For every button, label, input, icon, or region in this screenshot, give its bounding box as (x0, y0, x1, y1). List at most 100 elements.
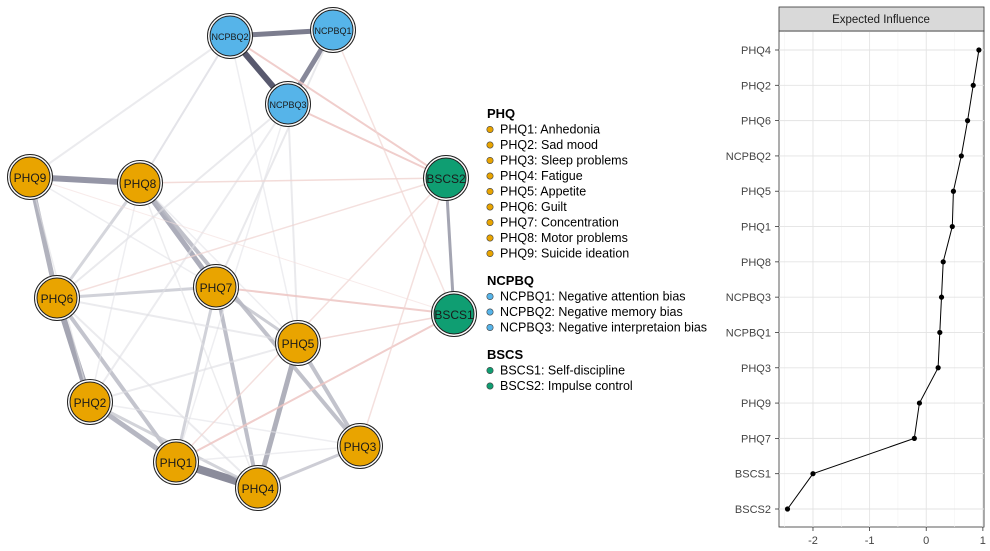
node-circle (312, 9, 354, 51)
legend-item: PHQ8: Motor problems (500, 231, 628, 245)
legend-swatch (486, 126, 494, 134)
edge-ncpbq1-bscs1 (332, 29, 455, 315)
influence-line (787, 49, 980, 510)
legend-item: PHQ3: Sleep problems (500, 154, 628, 168)
point-phq4 (976, 47, 982, 53)
node-label: PHQ4 (242, 482, 275, 496)
legend-title-phq: PHQ (487, 106, 515, 121)
edge-phq9-phq7 (29, 176, 217, 288)
edge-ncpbq3-phq5 (287, 103, 299, 344)
legend-item: PHQ4: Fatigue (500, 169, 583, 183)
node-circle (195, 266, 237, 308)
node-circle (237, 467, 279, 509)
node-phq5: PHQ5 (275, 320, 321, 366)
legend-item: PHQ6: Guilt (500, 200, 567, 214)
legend-item: BSCS1: Self-discipline (500, 364, 625, 378)
node-ncpbq2: NCPBQ2 (207, 13, 253, 59)
y-tick-phq5: PHQ5 (741, 186, 771, 198)
edge-phq3-bscs2 (359, 177, 447, 447)
y-tick-phq8: PHQ8 (741, 257, 771, 269)
edge-phq7-phq1 (174, 285, 218, 464)
y-tick-ncpbq1: NCPBQ1 (726, 327, 771, 339)
edge-phq8-phq2 (89, 182, 141, 403)
node-bscs2: BSCS2 (423, 155, 469, 201)
node-circle (36, 277, 78, 319)
edge-ncpbq1-phq7 (215, 29, 334, 288)
legend-swatch (486, 188, 494, 196)
y-tick-phq6: PHQ6 (741, 116, 771, 128)
legend-title-bscs: BSCS (487, 347, 523, 362)
node-phq2: PHQ2 (67, 379, 113, 425)
node-label: PHQ2 (74, 396, 107, 410)
point-phq5 (950, 188, 957, 194)
node-circle (339, 425, 381, 467)
point-phq3 (935, 365, 941, 371)
edge-phq9-bscs1 (29, 176, 455, 315)
node-label: PHQ9 (14, 171, 47, 185)
y-tick-phq7: PHQ7 (741, 433, 771, 445)
node-label: NCPBQ1 (314, 26, 351, 36)
y-tick-phq4: PHQ4 (741, 45, 771, 57)
point-ncpbq3 (938, 294, 945, 300)
y-tick-ncpbq3: NCPBQ3 (726, 292, 771, 304)
legend-item: BSCS2: Impulse control (500, 379, 633, 393)
node-label: NCPBQ3 (269, 100, 306, 110)
edge-phq8-phq4 (139, 182, 259, 489)
node-phq1: PHQ1 (153, 439, 199, 485)
node-label: PHQ7 (200, 281, 233, 295)
node-circle (209, 15, 251, 57)
edge-phq6-phq5 (56, 297, 299, 344)
x-tick-label: -1 (865, 535, 875, 547)
legend-swatch (486, 141, 494, 149)
node-label: BSCS1 (434, 308, 474, 322)
node-circle (267, 83, 309, 125)
node-phq7: PHQ7 (193, 264, 239, 310)
legend-swatch (486, 382, 494, 390)
node-circle (9, 156, 51, 198)
legend-item: NCPBQ3: Negative interpretaion bias (500, 321, 707, 335)
legend-item: PHQ5: Appetite (500, 185, 586, 199)
node-circle (69, 381, 111, 423)
legend-swatch (486, 172, 494, 180)
edge-phq7-bscs1 (215, 286, 455, 315)
node-phq6: PHQ6 (34, 275, 80, 321)
point-phq6 (964, 118, 971, 124)
legend-item: PHQ2: Sad mood (500, 138, 598, 152)
legend-swatch (486, 366, 494, 374)
edge-phq6-phq4 (56, 297, 259, 489)
edge-ncpbq3-phq2 (89, 103, 289, 403)
node-label: PHQ8 (124, 177, 157, 191)
legend-item: NCPBQ2: Negative memory bias (500, 305, 683, 319)
edge-phq1-bscs1 (175, 313, 455, 463)
edge-phq7-phq4 (214, 285, 260, 490)
point-bscs1 (810, 471, 816, 477)
edge-phq1-phq3 (175, 445, 361, 463)
edge-phq6-phq7 (55, 285, 218, 300)
edge-phq8-phq6 (55, 181, 142, 300)
node-phq9: PHQ9 (7, 154, 53, 200)
edge-phq2-phq5 (89, 342, 299, 403)
legend-item: NCPBQ1: Negative attention bias (500, 290, 686, 304)
plot-panel (778, 30, 985, 528)
y-tick-phq9: PHQ9 (741, 398, 771, 410)
node-phq8: PHQ8 (117, 160, 163, 206)
y-tick-phq2: PHQ2 (741, 80, 771, 92)
point-phq8 (940, 259, 946, 265)
node-phq3: PHQ3 (337, 423, 383, 469)
point-phq2 (970, 82, 976, 88)
y-tick-labels: PHQ4PHQ2PHQ6NCPBQ2PHQ5PHQ1PHQ8NCPBQ3NCPB… (726, 45, 779, 516)
node-label: PHQ6 (41, 292, 74, 306)
node-circle (425, 157, 467, 199)
legend-item: PHQ7: Concentration (500, 216, 619, 230)
x-tick-label: 0 (923, 535, 929, 547)
node-circle (277, 322, 319, 364)
edge-phq8-phq3 (138, 181, 362, 448)
x-tick-label: 1 (980, 535, 986, 547)
point-phq1 (949, 223, 955, 230)
legend-item: PHQ9: Suicide ideation (500, 247, 629, 261)
